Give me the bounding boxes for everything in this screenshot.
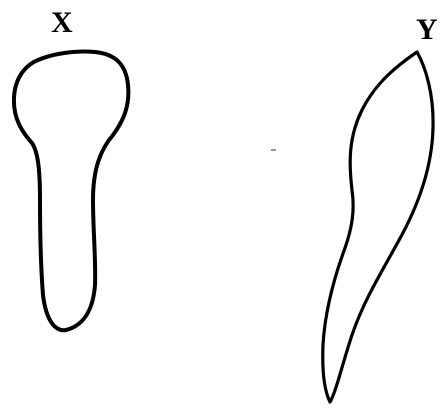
- shape-y: [323, 52, 433, 402]
- label-x: X: [51, 8, 73, 38]
- label-y: Y: [416, 15, 438, 45]
- shape-x: [14, 51, 128, 330]
